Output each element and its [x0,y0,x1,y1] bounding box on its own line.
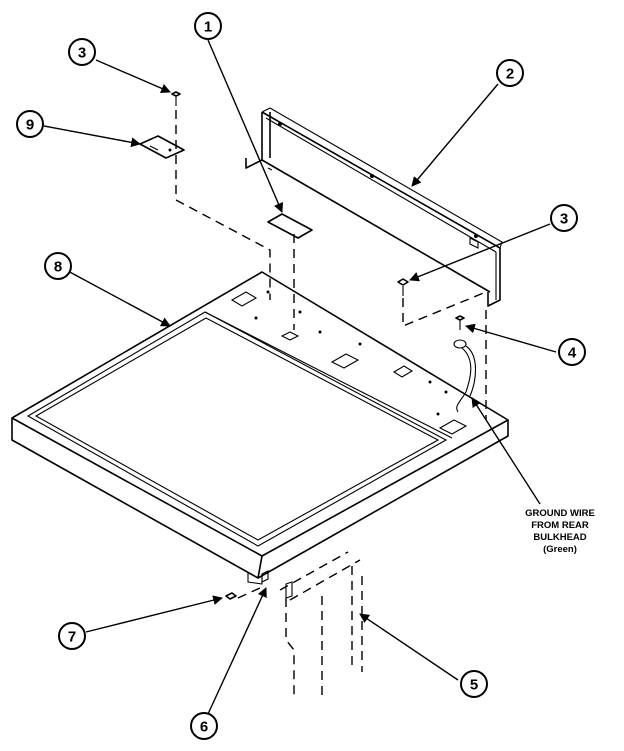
svg-text:1: 1 [204,19,212,36]
callout-3-top: 3 [68,38,96,66]
callout-6: 6 [190,712,218,740]
svg-text:9: 9 [26,117,34,134]
clip-part [139,135,185,159]
screw-top [171,91,181,106]
note-line-4: (Green) [543,544,577,555]
screw-part4 [455,315,465,330]
assembly-dash-lines [175,110,487,599]
note-line-3: BULKHEAD [533,532,586,543]
callout-1: 1 [194,12,222,40]
screw-part7 [225,592,237,600]
screw-right [397,278,409,296]
callout-9: 9 [16,110,44,138]
callout-7: 7 [58,622,86,650]
svg-text:4: 4 [568,345,577,362]
svg-text:8: 8 [54,259,62,276]
ground-wire-note: GROUND WIRE FROM REAR BULKHEAD (Green) [525,508,595,555]
label-part [267,213,313,239]
note-line-1: GROUND WIRE [525,508,595,519]
svg-text:6: 6 [200,719,208,736]
callout-2: 2 [496,59,524,87]
ground-wire [453,339,477,413]
callout-4: 4 [558,338,586,366]
callout-5: 5 [460,670,488,698]
svg-text:7: 7 [68,629,76,646]
svg-text:3: 3 [78,45,86,62]
note-line-2: FROM REAR [531,520,589,531]
rear-bracket [245,107,503,307]
svg-text:5: 5 [470,677,478,694]
svg-text:3: 3 [560,211,568,228]
callout-3-right: 3 [550,204,578,232]
callout-8: 8 [44,252,72,280]
svg-text:2: 2 [506,66,514,83]
top-panel-features [230,290,468,435]
washer-top-panel [11,271,509,585]
leader-lines [43,39,557,715]
hinge-parts [261,551,363,700]
